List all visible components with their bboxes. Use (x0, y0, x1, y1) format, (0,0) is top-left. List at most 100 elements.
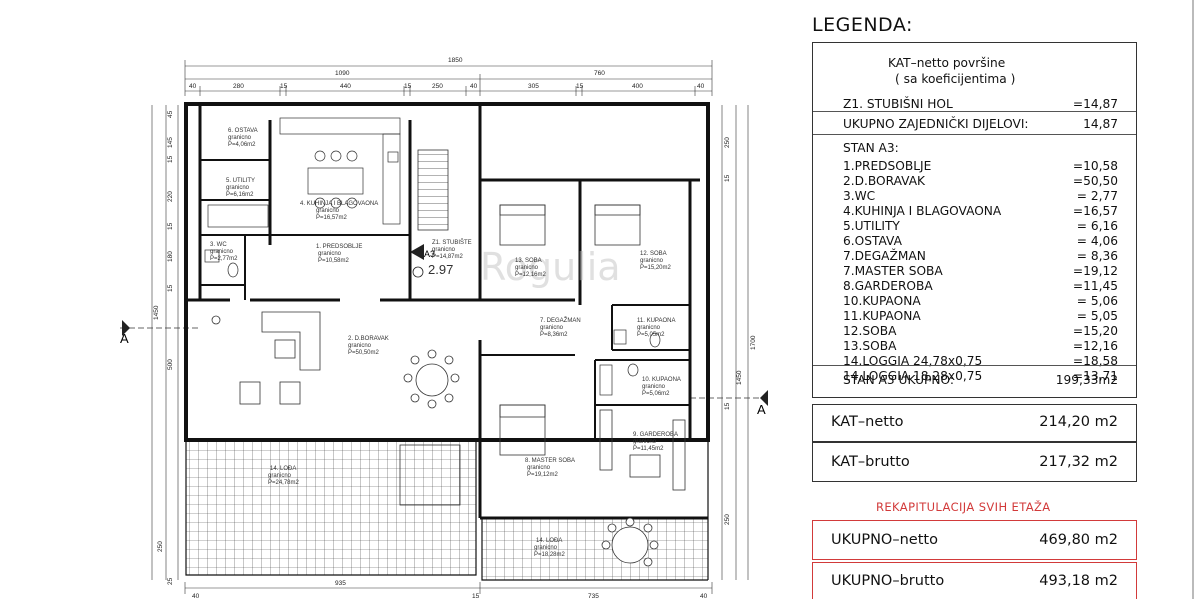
svg-text:15: 15 (167, 284, 174, 292)
stan-row-value: =15,20 (1072, 324, 1118, 338)
stan-row-value: = 2,77 (1076, 189, 1118, 203)
svg-text:440: 440 (340, 83, 351, 90)
stan-row-label: 11.KUPAONA (843, 309, 921, 323)
stan-row-label: 1.PREDSOBLJE (843, 159, 932, 173)
svg-text:40: 40 (700, 593, 708, 599)
left-dimension-labels: 45 145 15 220 15 180 15 1450 500 250 25 (153, 110, 174, 585)
left-dimensions (151, 105, 179, 580)
walls (184, 102, 710, 581)
svg-text:400: 400 (632, 83, 643, 90)
common-label-1: UKUPNO ZAJEDNIČKI DIJELOVI: (843, 117, 1029, 131)
stan-row-label: 3.WC (843, 189, 876, 203)
svg-text:P=50,50m2: P=50,50m2 (348, 350, 380, 356)
stan-row-value: =16,57 (1072, 204, 1118, 218)
svg-text:granicno: granicno (228, 135, 252, 141)
common-value-1: 14,87 (1083, 117, 1118, 131)
svg-text:45: 45 (167, 110, 174, 118)
svg-text:40: 40 (697, 83, 705, 90)
stan-total-value: 199,33m2 (1055, 373, 1118, 387)
stan-row-label: 14.LOGGIA 24,78x0,75 (843, 354, 983, 368)
svg-text:1. PREDSOBLJE: 1. PREDSOBLJE (316, 244, 362, 250)
kat-brutto-value: 217,32 m2 (1039, 454, 1118, 470)
svg-text:250: 250 (432, 83, 443, 90)
top-dimensions (184, 60, 713, 96)
svg-text:granicno: granicno (540, 325, 564, 331)
kat-netto-label: KAT–netto (831, 414, 904, 430)
ukupno-brutto-box: UKUPNO–brutto 493,18 m2 (812, 562, 1137, 599)
common-label-0: Z1. STUBIŠNI HOL (843, 97, 953, 111)
svg-text:P=2,77m2: P=2,77m2 (210, 256, 238, 262)
svg-text:granicno: granicno (226, 185, 250, 191)
svg-text:250: 250 (724, 514, 731, 525)
stan-row-label: 13.SOBA (843, 339, 897, 353)
svg-text:40: 40 (189, 83, 197, 90)
stan-row-value: = 8,36 (1076, 249, 1118, 263)
svg-text:220: 220 (167, 191, 174, 202)
svg-text:Z1. STUBIŠTE: Z1. STUBIŠTE (432, 239, 472, 246)
svg-text:granicno: granicno (640, 258, 664, 264)
svg-text:granicno: granicno (642, 384, 666, 390)
svg-text:15: 15 (724, 402, 731, 410)
svg-text:15: 15 (472, 593, 480, 599)
common-value-0: =14,87 (1072, 97, 1118, 111)
svg-text:P=5,06m2: P=5,06m2 (642, 391, 670, 397)
stan-row-label: 7.DEGAŽMAN (843, 249, 926, 263)
top-segment-labels: 40 280 15 440 15 250 40 305 15 400 40 (189, 83, 705, 90)
svg-text:P=19,12m2: P=19,12m2 (527, 472, 559, 478)
svg-text:1700: 1700 (750, 335, 757, 350)
svg-text:granicno: granicno (348, 343, 372, 349)
terrace-table (601, 517, 659, 567)
svg-text:P=16,57m2: P=16,57m2 (316, 215, 348, 221)
kat-brutto-box: KAT–brutto 217,32 m2 (812, 442, 1137, 482)
svg-text:15: 15 (724, 174, 731, 182)
kat-netto-box: KAT–netto 214,20 m2 (812, 404, 1137, 442)
kat-brutto-label: KAT–brutto (831, 454, 910, 470)
stan-row-label: 8.GARDEROBA (843, 279, 933, 293)
dim-right-top: 760 (594, 70, 605, 77)
svg-text:P=15,20m2: P=15,20m2 (640, 265, 672, 271)
svg-text:A: A (120, 331, 129, 346)
svg-text:500: 500 (167, 359, 174, 370)
svg-text:9. GARDEROBA: 9. GARDEROBA (633, 432, 678, 438)
page-edge-line (1192, 0, 1194, 599)
svg-text:granicno: granicno (633, 439, 657, 445)
right-dimension-labels: 250 15 1700 1450 15 250 (724, 137, 757, 525)
svg-text:15: 15 (167, 222, 174, 230)
svg-text:granicno: granicno (318, 251, 342, 257)
legend-panel: LEGENDA: KAT–netto površine ( sa koefici… (812, 0, 1200, 599)
svg-text:280: 280 (233, 83, 244, 90)
stan-row-label: 7.MASTER SOBA (843, 264, 943, 278)
watermark: Rogulia (480, 245, 621, 289)
loggia-right (482, 518, 708, 580)
stan-total-label: STAN A3 UKUPNO: (843, 373, 954, 387)
svg-text:P=5,05m2: P=5,05m2 (637, 332, 665, 338)
svg-text:14. LOĐA: 14. LOĐA (270, 466, 296, 472)
stan-row-label: 2.D.BORAVAK (843, 174, 926, 188)
stan-title: STAN A3: (843, 141, 899, 155)
svg-text:P=24,78m2: P=24,78m2 (268, 480, 300, 486)
living-furniture (211, 311, 461, 506)
svg-text:14. LOĐA: 14. LOĐA (536, 538, 562, 544)
netto-areas-box: KAT–netto površine ( sa koeficijentima )… (812, 42, 1137, 398)
stan-row-value: =10,58 (1072, 159, 1118, 173)
svg-text:P=11,45m2: P=11,45m2 (633, 446, 664, 452)
recap-title: REKAPITULACIJA SVIH ETAŽA (876, 500, 1051, 514)
elevation-marker: A3 2.97 (410, 244, 453, 278)
svg-text:15: 15 (280, 83, 288, 90)
bedroom-furniture (499, 204, 686, 491)
svg-text:40: 40 (192, 593, 200, 599)
ukupno-brutto-label: UKUPNO–brutto (831, 573, 945, 589)
